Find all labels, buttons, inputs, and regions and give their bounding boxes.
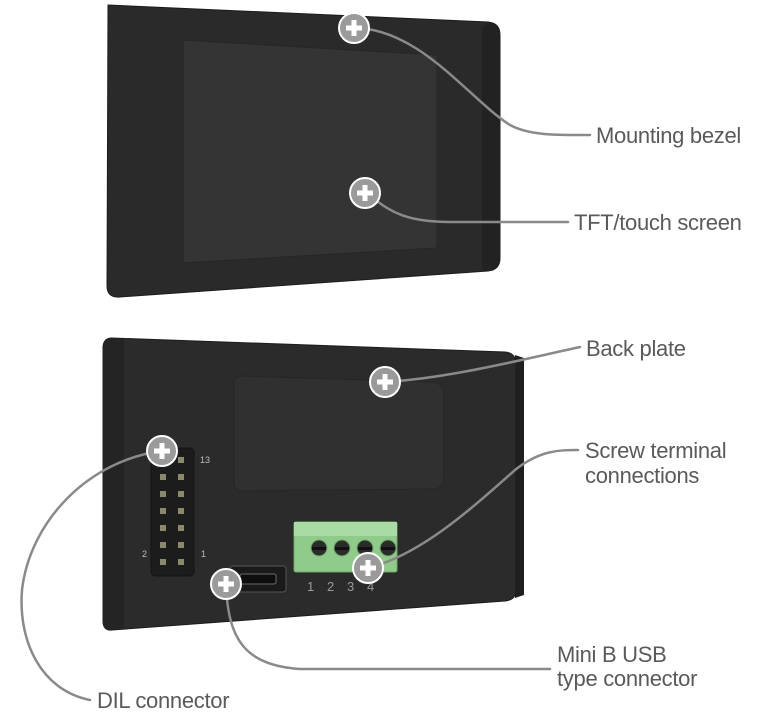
label-screw-terminal-line2: connections bbox=[585, 463, 699, 488]
terminal-number-3: 3 bbox=[347, 579, 354, 594]
front-view bbox=[106, 4, 501, 298]
dil-pin-1-label: 1 bbox=[201, 549, 206, 559]
label-mini-usb-line1: Mini B USB bbox=[557, 642, 666, 667]
terminal-number-4: 4 bbox=[367, 579, 374, 594]
dil-pin-2-label: 2 bbox=[142, 549, 147, 559]
back-view: 13 2 1 1 2 3 4 bbox=[102, 337, 524, 631]
plus-circle-icon bbox=[210, 568, 242, 600]
label-back-plate: Back plate bbox=[586, 336, 686, 361]
callout-line-mounting-bezel bbox=[352, 26, 592, 137]
plus-circle-icon bbox=[338, 12, 370, 44]
plus-circle-icon bbox=[369, 366, 401, 398]
callout-line-screw-terminal bbox=[366, 448, 580, 570]
plus-circle-icon bbox=[146, 435, 178, 467]
callout-line-back-plate bbox=[383, 345, 582, 384]
label-dil-connector: DIL connector bbox=[97, 688, 229, 713]
label-recess bbox=[233, 375, 445, 492]
back-left-edge bbox=[103, 338, 124, 631]
mini-usb-port bbox=[239, 573, 277, 585]
label-tft-touch-screen: TFT/touch screen bbox=[574, 210, 742, 235]
terminal-screws bbox=[310, 539, 397, 557]
plus-circle-icon bbox=[349, 177, 381, 209]
callout-line-mini-usb bbox=[224, 582, 552, 671]
callout-line-dil-connector bbox=[20, 449, 164, 702]
callout-labels: Mounting bezel TFT/touch screen Back pla… bbox=[97, 123, 742, 713]
terminal-number-2: 2 bbox=[327, 579, 334, 594]
bezel-right-edge bbox=[482, 22, 500, 271]
terminal-number-1: 1 bbox=[307, 579, 314, 594]
label-mini-usb-line2: type connector bbox=[557, 666, 697, 691]
dil-pin-13-label: 13 bbox=[200, 455, 210, 465]
dil-connector-housing bbox=[150, 447, 195, 577]
device-side bbox=[515, 355, 524, 598]
terminal-top-face bbox=[294, 522, 397, 536]
tft-touch-screen bbox=[182, 39, 438, 264]
label-mounting-bezel: Mounting bezel bbox=[596, 123, 741, 148]
label-screw-terminal-line1: Screw terminal bbox=[585, 438, 726, 463]
plus-circle-icon bbox=[352, 552, 384, 584]
